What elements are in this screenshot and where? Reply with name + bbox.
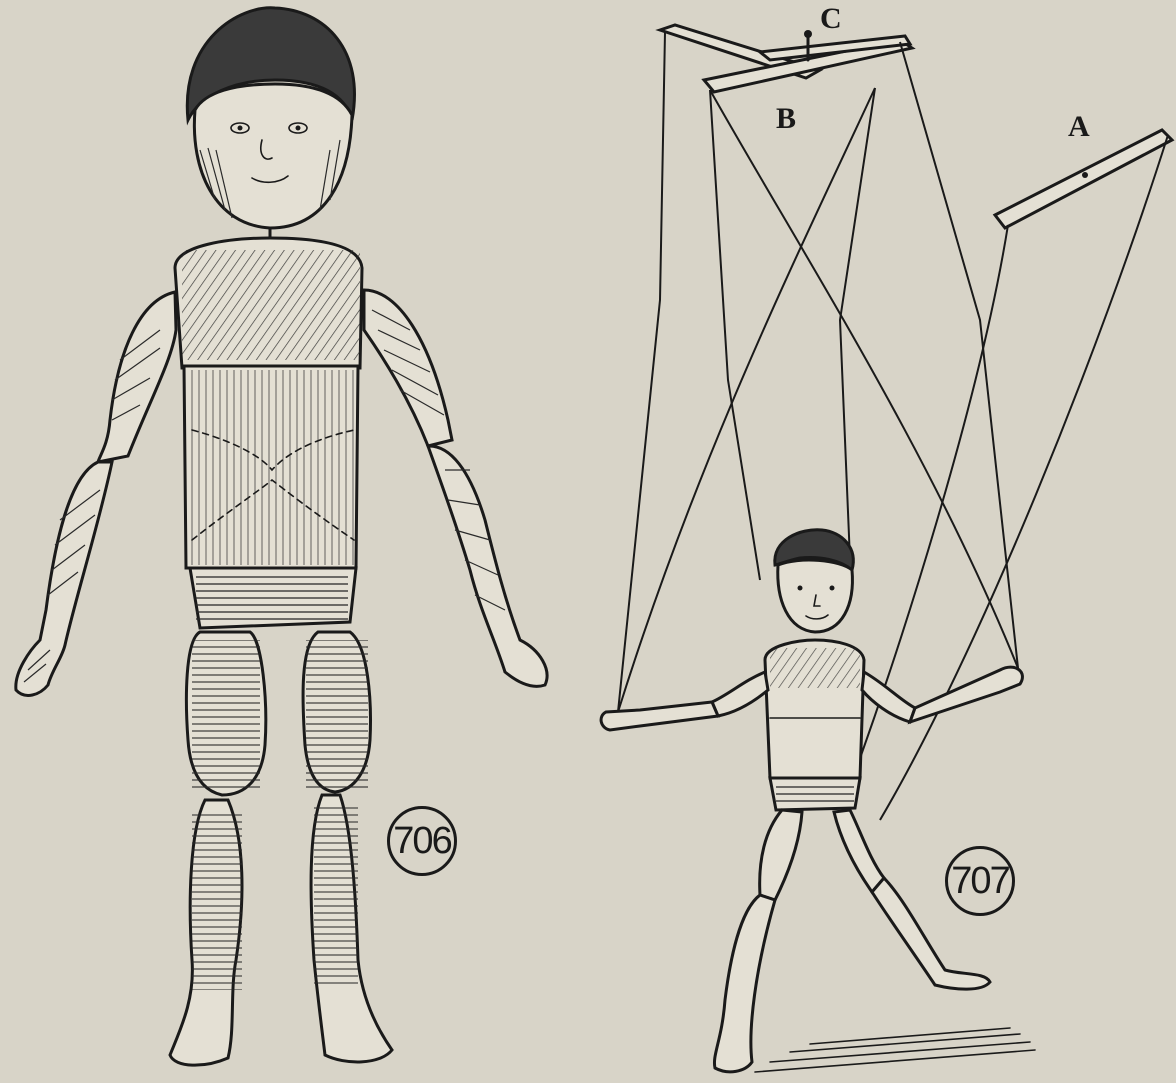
marionette-thigh-left (760, 810, 802, 900)
doll-figure-706 (16, 8, 547, 1065)
doll-arm-lower-right (428, 446, 547, 686)
marionette-shin-left (714, 895, 775, 1072)
marionette-arm-right-upper (862, 672, 915, 722)
marionette-arm-right-lower (910, 667, 1022, 722)
figure-number-706: 706 (387, 806, 457, 876)
marionette-arm-left-upper (712, 672, 768, 716)
label-a: A (1068, 110, 1090, 144)
marionette-figure-707 (601, 25, 1172, 1072)
doll-arm-upper-left (98, 292, 176, 462)
marionette-thigh-right (834, 810, 884, 892)
figure-number-707: 707 (945, 846, 1015, 916)
label-b: B (776, 102, 796, 136)
label-c: C (820, 2, 842, 36)
leg-bar (995, 130, 1172, 228)
doll-arm-lower-left (16, 462, 112, 695)
